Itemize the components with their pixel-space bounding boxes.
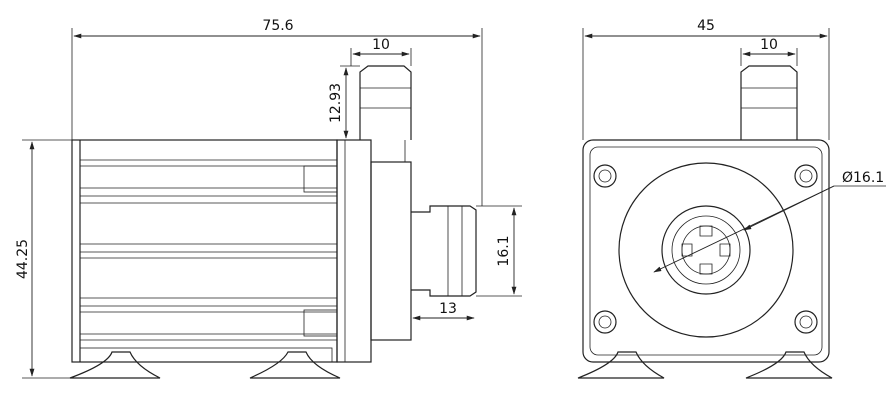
motor-housing xyxy=(71,139,338,363)
front-feet xyxy=(577,351,833,379)
label-overall-width: 45 xyxy=(697,18,715,34)
label-outlet-diameter-front: 10 xyxy=(760,37,778,53)
front-view: 45 10 Ø16.1 xyxy=(577,18,886,379)
dim-inlet-length: 13 xyxy=(410,292,475,324)
outlet-barb-side xyxy=(359,65,412,162)
side-view: 75.6 10 12.93 44.25 16.1 xyxy=(15,18,522,379)
dim-body-height: 44.25 xyxy=(15,139,72,379)
dim-outlet-diameter-side: 10 xyxy=(350,37,412,66)
inlet-barb-side xyxy=(411,205,477,297)
label-impeller-diameter: Ø16.1 xyxy=(842,170,884,186)
dim-inlet-diameter: 16.1 xyxy=(476,205,522,297)
mounting-holes xyxy=(593,164,818,334)
label-outlet-diameter-side: 10 xyxy=(372,37,390,53)
label-inlet-length: 13 xyxy=(439,301,457,317)
label-overall-length: 75.6 xyxy=(262,18,293,34)
impeller-inlet xyxy=(661,205,751,295)
side-feet xyxy=(69,347,341,379)
dim-outlet-diameter-front: 10 xyxy=(740,37,798,66)
outlet-barb-front xyxy=(740,65,798,140)
label-inlet-diameter: 16.1 xyxy=(496,235,512,266)
pump-flange xyxy=(336,139,372,363)
dim-overall-length: 75.6 xyxy=(71,18,483,206)
dim-impeller-diameter: Ø16.1 xyxy=(653,170,886,273)
front-body xyxy=(582,139,830,363)
label-outlet-height: 12.93 xyxy=(328,83,344,123)
volute-circle xyxy=(618,162,794,338)
volute-housing xyxy=(370,161,412,341)
dim-overall-width: 45 xyxy=(582,18,830,140)
dim-outlet-height: 12.93 xyxy=(328,65,360,139)
label-body-height: 44.25 xyxy=(15,239,31,279)
